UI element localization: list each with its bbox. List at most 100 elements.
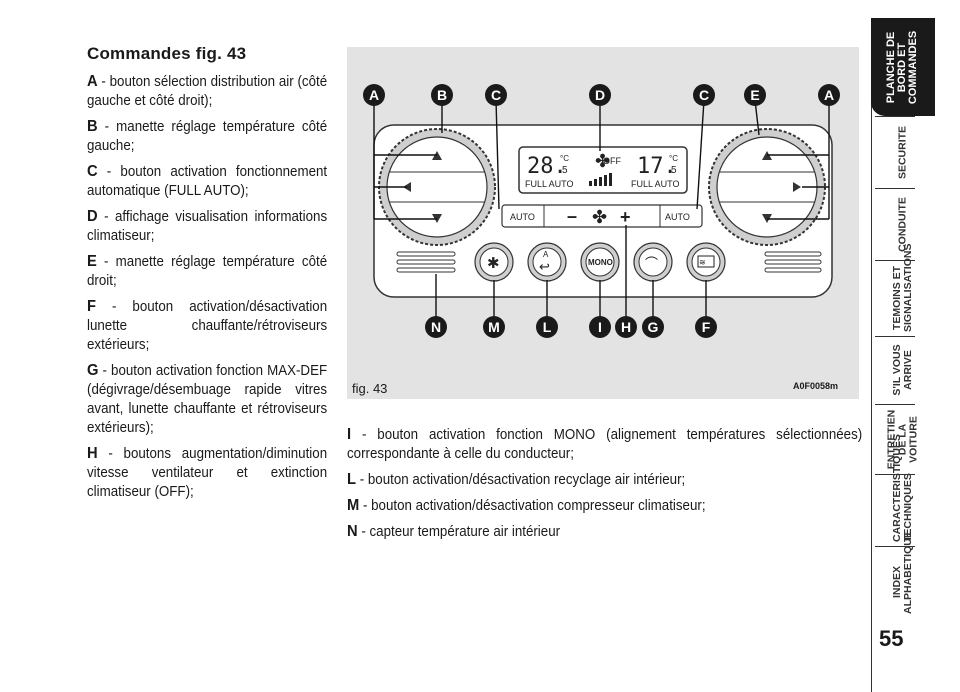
chapter-tab-2[interactable]: SECURITE bbox=[871, 116, 935, 188]
legend-text: - boutons augmentation/diminution vitess… bbox=[87, 446, 328, 500]
legend-text: - bouton activation/désactivation lunett… bbox=[87, 299, 328, 353]
legend-item-f: F - bouton activation/désactivation lune… bbox=[87, 297, 327, 355]
display-screen bbox=[518, 146, 688, 194]
tab-divider bbox=[875, 546, 915, 547]
figure-43: 28. °C 5 FULL AUTO ✤ OFF 17. °C 5 FULL A… bbox=[347, 47, 859, 399]
climate-panel-illustration: 28. °C 5 FULL AUTO ✤ OFF 17. °C 5 FULL A… bbox=[363, 84, 840, 338]
mono-button[interactable]: MONO bbox=[580, 242, 620, 282]
callout-c: C bbox=[485, 84, 507, 106]
legend-text: - capteur température air intérieur bbox=[357, 524, 561, 540]
fan-minus-button[interactable]: – bbox=[567, 206, 577, 226]
svg-text:C: C bbox=[491, 87, 501, 103]
rear-defrost-button[interactable]: ≋ bbox=[686, 242, 726, 282]
legend-text: - bouton activation/désactivation compre… bbox=[359, 498, 706, 514]
windshield-defrost-icon: ⌒ bbox=[645, 256, 658, 271]
legend-letter: G bbox=[87, 362, 99, 379]
figure-code: A0F0058m bbox=[793, 381, 839, 391]
tab-divider bbox=[875, 474, 915, 475]
chapter-tab-4[interactable]: TEMOINS ET SIGNALISATIONS bbox=[871, 244, 935, 336]
snowflake-icon: ✱ bbox=[487, 255, 500, 272]
callout-c: C bbox=[693, 84, 715, 106]
legend-item-l: L - bouton activation/désactivation recy… bbox=[347, 470, 862, 490]
tab-divider bbox=[875, 260, 915, 261]
callout-h: H bbox=[615, 316, 637, 338]
leader-lines bbox=[373, 99, 830, 320]
svg-text:C: C bbox=[699, 87, 709, 103]
legend-text: - bouton activation fonction MAX-DEF (dé… bbox=[87, 363, 328, 436]
svg-text:A: A bbox=[824, 87, 834, 103]
sensor-grille bbox=[396, 251, 456, 273]
tab-divider bbox=[875, 116, 915, 117]
legend-letter: D bbox=[87, 208, 98, 225]
tab-divider bbox=[875, 188, 915, 189]
grille-right bbox=[764, 251, 822, 273]
svg-text:M: M bbox=[488, 319, 500, 335]
callout-a: A bbox=[818, 84, 840, 106]
right-temp: 17. bbox=[637, 154, 677, 179]
chapter-tab-8[interactable]: INDEX ALPHABETIQUE bbox=[871, 531, 935, 618]
svg-text:L: L bbox=[543, 319, 552, 335]
right-knob bbox=[708, 128, 826, 246]
svg-text:F: F bbox=[702, 319, 711, 335]
fan-status: OFF bbox=[603, 156, 621, 166]
ac-button[interactable]: ✱ bbox=[474, 242, 514, 282]
legend-text: - bouton sélection distribution air (côt… bbox=[87, 74, 328, 109]
legend-text: - bouton activation fonctionnement autom… bbox=[87, 164, 328, 199]
svg-text:H: H bbox=[621, 319, 631, 335]
recirculation-icon: ↩ bbox=[539, 259, 550, 274]
max-def-button[interactable]: ⌒ bbox=[633, 242, 673, 282]
right-temp-decimal: 5 bbox=[671, 165, 677, 176]
fan-plus-button[interactable]: + bbox=[620, 207, 631, 227]
auto-right-button[interactable]: AUTO bbox=[665, 212, 690, 222]
legend-item-m: M - bouton activation/désactivation comp… bbox=[347, 496, 862, 516]
legend-item-n: N - capteur température air intérieur bbox=[347, 522, 862, 542]
svg-text:D: D bbox=[595, 87, 605, 103]
left-column: Commandes fig. 43 A - bouton sélection d… bbox=[87, 44, 327, 508]
svg-text:A: A bbox=[369, 87, 379, 103]
legend-item-i: I - bouton activation fonction MONO (ali… bbox=[347, 425, 862, 464]
right-items-list: I - bouton activation fonction MONO (ali… bbox=[347, 425, 862, 542]
rear-defrost-icon: ≋ bbox=[699, 258, 706, 267]
legend-letter: M bbox=[347, 497, 360, 514]
right-unit: °C bbox=[669, 154, 678, 163]
svg-text:G: G bbox=[648, 319, 659, 335]
legend-item-b: B - manette réglage température côté gau… bbox=[87, 117, 327, 156]
recirc-button[interactable]: A ↩ bbox=[527, 242, 567, 282]
legend-item-g: G - bouton activation fonction MAX-DEF (… bbox=[87, 361, 327, 438]
chapter-tab-label: INDEX ALPHABETIQUE bbox=[891, 531, 914, 614]
left-temp-decimal: 5 bbox=[562, 165, 568, 176]
chapter-tab-label: SECURITE bbox=[896, 125, 909, 179]
svg-text:I: I bbox=[598, 319, 602, 335]
legend-letter: I bbox=[347, 426, 352, 443]
legend-letter: H bbox=[87, 445, 98, 462]
chapter-tab-1[interactable]: PLANCHE DE BORD ET COMMANDES bbox=[871, 18, 935, 116]
chapter-tab-label: PLANCHE DE BORD ET COMMANDES bbox=[885, 30, 920, 104]
tab-divider bbox=[875, 336, 915, 337]
left-knob bbox=[378, 128, 496, 246]
right-column: I - bouton activation fonction MONO (ali… bbox=[347, 425, 862, 548]
callout-d: D bbox=[589, 84, 611, 106]
left-mode: FULL AUTO bbox=[525, 179, 574, 189]
fan-icon: ✤ bbox=[595, 151, 610, 171]
legend-letter: L bbox=[347, 471, 356, 488]
section-heading: Commandes fig. 43 bbox=[87, 44, 247, 63]
chapter-tab-5[interactable]: S'IL VOUS ARRIVE bbox=[871, 336, 935, 404]
legend-text: - bouton activation/désactivation recycl… bbox=[355, 472, 686, 488]
fan-strip-icon: ✤ bbox=[592, 207, 607, 227]
figure-caption: fig. 43 bbox=[352, 381, 388, 396]
svg-text:N: N bbox=[431, 319, 441, 335]
callout-b: B bbox=[431, 84, 453, 106]
left-items-list: A - bouton sélection distribution air (c… bbox=[87, 72, 327, 502]
chapter-tab-6[interactable]: ENTRETIEN DE LA VOITURE bbox=[871, 404, 935, 474]
callout-f: F bbox=[695, 316, 717, 338]
legend-item-c: C - bouton activation fonctionnement aut… bbox=[87, 162, 327, 201]
legend-item-h: H - boutons augmentation/diminution vite… bbox=[87, 444, 327, 502]
left-temp: 28. bbox=[527, 154, 567, 179]
legend-text: - bouton activation fonction MONO (align… bbox=[347, 427, 863, 462]
legend-item-e: E - manette réglage température côté dro… bbox=[87, 252, 327, 291]
auto-left-button[interactable]: AUTO bbox=[510, 212, 535, 222]
legend-text: - manette réglage température côté droit… bbox=[87, 254, 328, 289]
legend-letter: N bbox=[347, 523, 358, 540]
